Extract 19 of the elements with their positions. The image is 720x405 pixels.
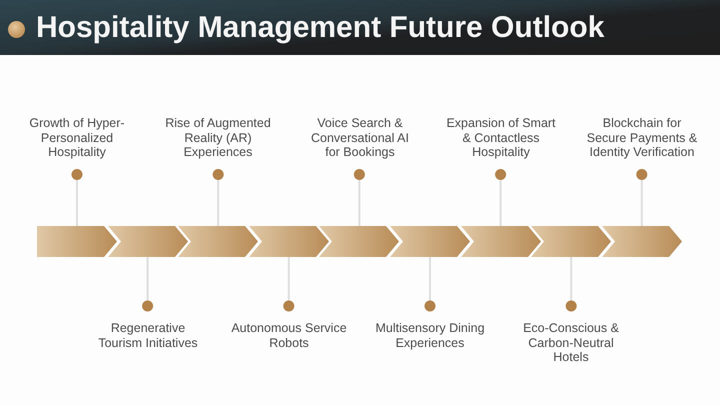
timeline-segment [248, 226, 329, 257]
title: Hospitality Management Future Outlook [36, 11, 604, 45]
milestone-label: Growth of Hyper-Personalized Hospitality [21, 116, 133, 160]
timeline-segment [390, 226, 470, 257]
timeline-segment [37, 226, 117, 257]
milestone-label: Rise of Augmented Reality (AR) Experiences [160, 116, 276, 160]
timeline-segment [108, 226, 188, 257]
milestone-label: Blockchain for Secure Payments & Identity Verification [584, 116, 700, 160]
milestone-label: Eco-Conscious & Carbon-Neutral Hotels [518, 321, 624, 364]
timeline-segment [602, 226, 682, 257]
timeline-segment [460, 226, 541, 257]
milestone-label: Expansion of Smart & Contactless Hospitality [441, 116, 561, 160]
timeline-segment [178, 226, 258, 257]
milestone-label: Multisensory Dining Experiences [368, 321, 492, 350]
timeline-segment [531, 226, 612, 257]
milestone-label: Autonomous Service Robots [227, 321, 351, 350]
milestone-label: Voice Search & Conversational AI for Bookings [304, 116, 416, 160]
milestone-label: Regenerative Tourism Initiatives [88, 321, 208, 350]
timeline-segment [319, 226, 400, 257]
